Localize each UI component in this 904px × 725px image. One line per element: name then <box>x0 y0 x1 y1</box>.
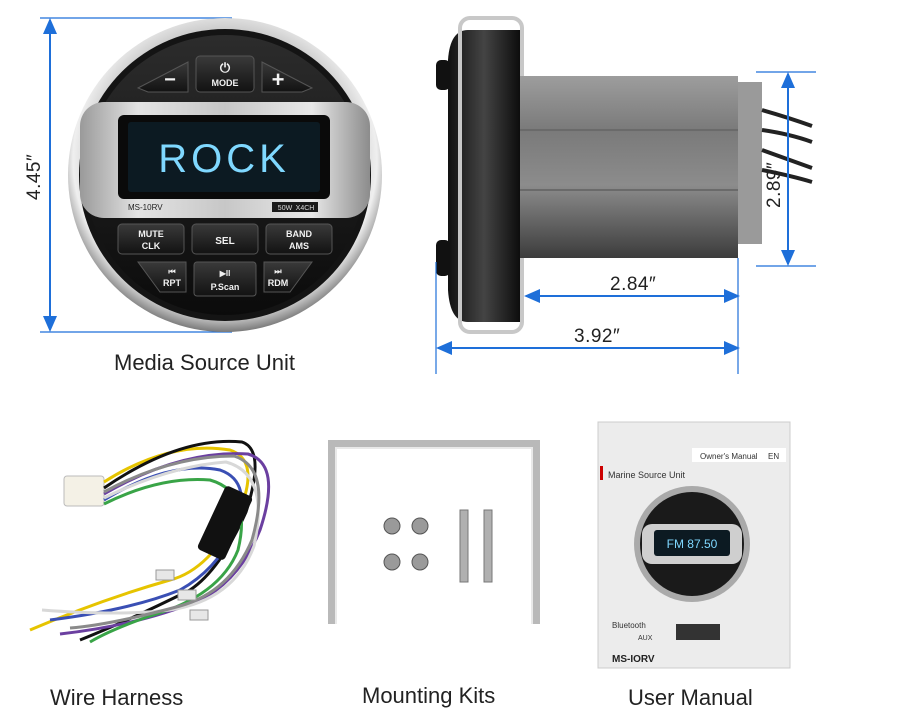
sel-button[interactable] <box>191 223 259 255</box>
rdm-button[interactable] <box>263 261 313 293</box>
clk-label: CLK <box>142 241 161 251</box>
wire-harness-caption: Wire Harness <box>50 685 184 710</box>
manual-header-title: Owner's Manual <box>700 452 758 461</box>
play-pause-icon: ▶II <box>219 269 231 278</box>
power-icon: ⏻ <box>220 60 231 75</box>
side-height-label: 2.89″ <box>764 161 785 208</box>
plus-button[interactable] <box>261 61 314 93</box>
pscan-label: P.Scan <box>211 282 240 292</box>
fuse-holder <box>197 486 253 560</box>
arrowhead-right <box>724 341 740 355</box>
manual-header-bar <box>692 448 786 462</box>
side-knob-bottom <box>436 240 450 276</box>
plus-button-label: + <box>272 67 285 92</box>
ams-label: AMS <box>289 241 309 251</box>
power-badge-b: X4CH <box>296 205 315 212</box>
mounting-kit-image <box>328 440 540 624</box>
manual-product-title: Marine Source Unit <box>608 470 686 480</box>
lcd-screen <box>128 122 320 192</box>
harness-wire-gray <box>69 454 261 630</box>
previous-track-icon: ⏮ <box>168 267 175 276</box>
power-badge <box>272 202 318 212</box>
wire-tag <box>177 589 197 601</box>
sel-label: SEL <box>215 236 234 247</box>
model-label: MS-10RV <box>128 203 163 212</box>
next-track-icon: ⏭ <box>274 267 282 276</box>
mute-label: MUTE <box>138 229 164 239</box>
total-depth-label: 3.92″ <box>574 326 621 347</box>
rear-connector <box>738 82 762 244</box>
manual-lcd-text: FM 87.50 <box>667 537 718 551</box>
mute-clk-button[interactable] <box>117 223 185 255</box>
manual-model: MS-IORV <box>612 654 655 665</box>
manual-aux: AUX <box>638 635 653 642</box>
arrowhead-down <box>781 250 795 266</box>
threaded-rod <box>459 509 469 583</box>
arrowhead-down <box>43 316 57 332</box>
wire-tag <box>155 569 175 581</box>
front-flange <box>448 30 520 322</box>
hex-nut <box>383 517 401 535</box>
rdm-label: RDM <box>268 278 289 288</box>
arrowhead-right <box>724 289 740 303</box>
harness-wire-white <box>41 460 260 615</box>
media-unit-caption: Media Source Unit <box>114 350 295 375</box>
hex-nut <box>411 517 429 535</box>
harness-wire-green <box>89 478 243 644</box>
u-bracket-inner <box>335 447 533 624</box>
minus-button[interactable] <box>136 61 189 93</box>
rpt-button[interactable] <box>137 261 187 293</box>
arrowhead-up <box>781 72 795 88</box>
user-manual-image: Owner's Manual EN Marine Source Unit FM … <box>597 421 791 669</box>
wire-tag <box>189 609 209 621</box>
mode-button[interactable] <box>195 55 255 93</box>
front-view-unit: ROCK MS-10RV 50W X4CH − ⏻ MODE + MUTE CL… <box>40 17 382 333</box>
rpt-label: RPT <box>163 278 182 288</box>
side-view-unit <box>435 16 816 374</box>
lcd-display-text: ROCK <box>158 137 290 181</box>
arrowhead-left <box>524 289 540 303</box>
arrowhead-up <box>43 18 57 34</box>
power-badge-a: 50W <box>278 205 293 212</box>
manual-unit-lcd <box>654 530 730 556</box>
hex-nut <box>411 553 429 571</box>
front-height-label: 4.45″ <box>24 153 45 200</box>
user-manual-caption: User Manual <box>628 685 753 710</box>
harness-plug <box>63 475 105 507</box>
body-depth-label: 2.84″ <box>610 274 657 295</box>
arrowhead-left <box>436 341 452 355</box>
heat-sink-body <box>520 76 738 258</box>
manual-bluetooth: Bluetooth <box>612 621 646 630</box>
pscan-button[interactable] <box>193 261 257 297</box>
band-ams-button[interactable] <box>265 223 333 255</box>
band-label: BAND <box>286 229 312 239</box>
mode-button-label: MODE <box>212 78 239 88</box>
mounting-kits-caption: Mounting Kits <box>362 683 496 708</box>
hex-nut <box>383 553 401 571</box>
threaded-rod <box>483 509 493 583</box>
u-bracket <box>328 440 540 624</box>
side-knob-top <box>436 60 450 90</box>
minus-button-label: − <box>164 69 176 91</box>
manual-title-marker <box>600 466 603 480</box>
manual-badge-icons <box>676 624 720 640</box>
manual-header-lang: EN <box>768 452 779 461</box>
wire-harness-image <box>29 439 271 644</box>
